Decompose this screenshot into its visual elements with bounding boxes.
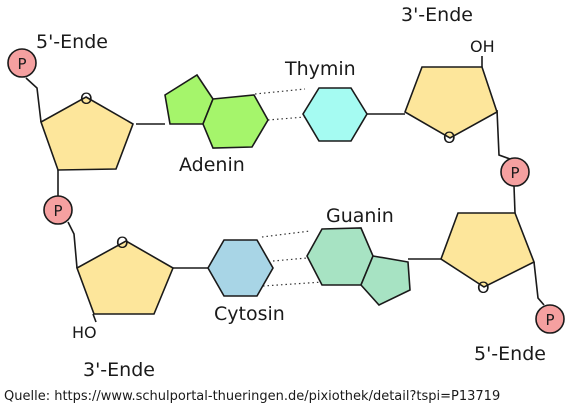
- sugar-bottom-left: [76, 240, 175, 315]
- phosphate-label: P: [510, 164, 519, 182]
- label-bottom-left-3-end: 3'-Ende: [83, 359, 155, 381]
- oxygen-label: O: [443, 128, 456, 147]
- oxygen-label: O: [116, 233, 129, 252]
- hydroxyl-top-label: OH: [470, 37, 495, 56]
- label-guanin: Guanin: [326, 205, 394, 227]
- hydrogen-bonds: [254, 88, 324, 287]
- label-top-left-5-end: 5'-Ende: [36, 31, 108, 53]
- backbone-bonds: [25, 56, 545, 323]
- cytosin-ring: [207, 239, 274, 297]
- phosphate-top-left: [7, 48, 37, 78]
- guanin-six-ring: [306, 227, 374, 286]
- phosphate-label: P: [53, 202, 62, 220]
- hydroxyl-bottom-label: HO: [72, 323, 97, 342]
- sugar-top-right: [404, 66, 498, 139]
- sugar-bottom-right: [440, 212, 536, 288]
- label-bottom-right-5-end: 5'-Ende: [474, 343, 546, 365]
- guanin-five-ring: [360, 255, 411, 306]
- thymin-ring: [302, 87, 368, 142]
- oxygen-label: O: [80, 89, 93, 108]
- phosphate-middle-right: [500, 157, 530, 187]
- label-adenin: Adenin: [179, 154, 245, 176]
- phosphate-label: P: [17, 55, 26, 73]
- phosphate-middle-left: [43, 195, 73, 225]
- label-thymin: Thymin: [284, 58, 356, 80]
- oxygen-label: O: [477, 278, 490, 297]
- phosphate-bottom-right: [535, 304, 565, 334]
- label-cytosin: Cytosin: [214, 303, 285, 325]
- adenin-six-ring: [202, 94, 269, 149]
- sugar-top-left: [40, 96, 134, 171]
- source-caption: Quelle: https://www.schulportal-thuering…: [4, 389, 500, 404]
- label-top-right-3-end: 3'-Ende: [401, 4, 473, 26]
- phosphate-label: P: [545, 311, 554, 329]
